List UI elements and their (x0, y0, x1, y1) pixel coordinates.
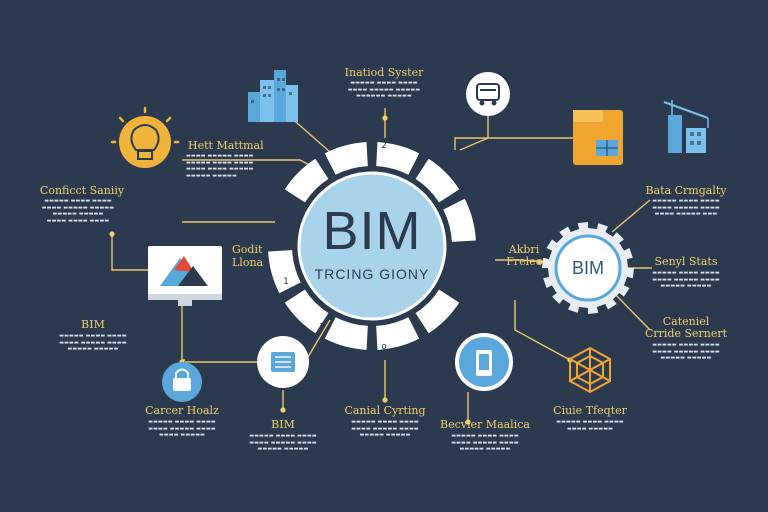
label-bottom-mid-right-desc: ▬▬▬▬▬ ▬▬▬▬ ▬▬▬▬▬▬▬▬ ▬▬▬▬▬ ▬▬▬▬▬▬▬▬▬ ▬▬▬▬… (451, 433, 519, 452)
connector-right-top (611, 199, 651, 233)
segment-label: a (286, 207, 292, 217)
ring-segment (324, 142, 368, 175)
hub-segment-ring (268, 142, 476, 350)
lightbulb-icon (110, 106, 180, 168)
lock-icon (162, 362, 202, 402)
segment-label: a (323, 163, 329, 173)
connector-conflict (111, 232, 150, 271)
phone-icon (455, 333, 513, 391)
connector-hex (514, 300, 571, 361)
label-monitor-side: Godit Llona (232, 243, 264, 269)
label-bottom-center-desc: ▬▬▬▬▬ ▬▬▬▬ ▬▬▬▬▬▬▬▬ ▬▬▬▬▬ ▬▬▬▬▬▬▬▬▬ ▬▬▬▬… (351, 419, 419, 438)
ring-segment (443, 198, 476, 242)
ring-segment (324, 317, 368, 350)
hub-subtitle: TRCING GIONY (314, 266, 430, 282)
construction-icon (663, 100, 709, 153)
segment-label: a (477, 207, 483, 217)
folder-icon (573, 110, 623, 165)
label-right-mid-desc: ▬▬▬▬▬ ▬▬▬▬ ▬▬▬▬▬▬▬▬ ▬▬▬▬▬ ▬▬▬▬▬▬▬▬▬ ▬▬▬▬… (652, 270, 720, 289)
label-right-top: Bata Crmgalty (645, 184, 727, 197)
label-bottom-left-desc: ▬▬▬▬▬ ▬▬▬▬ ▬▬▬▬▬▬▬▬ ▬▬▬▬▬ ▬▬▬▬▬▬▬▬ ▬▬▬▬▬ (148, 419, 216, 438)
ring-segment (376, 142, 420, 175)
label-mid-left-desc: ▬▬▬▬▬ ▬▬▬▬ ▬▬▬▬▬▬▬▬ ▬▬▬▬▬ ▬▬▬▬▬▬▬▬▬▬ ▬▬▬… (41, 198, 115, 224)
label-right-bottom: Cateniel Crride Sernert (644, 315, 728, 340)
ring-segment (415, 289, 460, 334)
label-top-left-desc: ▬▬▬▬ ▬▬▬▬▬ ▬▬▬▬▬▬▬▬▬ ▬▬▬▬ ▬▬▬▬▬▬▬▬ ▬▬▬▬ … (186, 153, 254, 179)
label-bottom-mid-left-desc: ▬▬▬▬▬ ▬▬▬▬ ▬▬▬▬▬▬▬▬ ▬▬▬▬▬ ▬▬▬▬▬▬▬▬▬ ▬▬▬▬… (249, 433, 317, 452)
label-bottom-left: Carcer Hoalz (145, 404, 219, 417)
label-bottom-mid-left: BIM (271, 418, 295, 431)
ring-segment (268, 250, 301, 294)
ring-segment (376, 317, 420, 350)
label-right-mid: Senyl Stats (654, 255, 718, 268)
gear-badge-label: BIM (571, 258, 605, 278)
label-top-left: Hett Mattmal (188, 139, 264, 152)
segment-label: 1 (283, 277, 289, 287)
connector-right-bottom (615, 294, 651, 331)
gear-inner (554, 234, 622, 302)
segment-label: o (381, 342, 387, 352)
label-bim-left: BIM (81, 318, 105, 331)
document-icon (257, 336, 309, 388)
label-gear-side: Akbri Frelec (506, 243, 542, 268)
label-right-top-desc: ▬▬▬▬▬ ▬▬▬▬ ▬▬▬▬▬▬▬▬ ▬▬▬▬▬ ▬▬▬▬▬▬▬▬ ▬▬▬▬▬… (652, 198, 720, 217)
label-bottom-right-desc: ▬▬▬▬▬ ▬▬▬▬ ▬▬▬▬▬▬▬▬ ▬▬▬▬▬ (556, 419, 624, 432)
segment-label: a (441, 321, 447, 331)
connector-folder (454, 137, 575, 150)
label-bim-left-desc: ▬▬▬▬▬ ▬▬▬▬ ▬▬▬▬▬▬▬▬ ▬▬▬▬▬ ▬▬▬▬▬▬▬▬▬ ▬▬▬▬… (59, 333, 127, 352)
hub-circle (297, 171, 447, 321)
monitor-icon (148, 246, 222, 306)
ring-segment (284, 158, 329, 203)
connector-truck (459, 115, 489, 151)
label-top-center: Inatiod Syster (344, 66, 424, 79)
hexagon-network-icon (569, 346, 611, 394)
label-right-bottom-desc: ▬▬▬▬▬ ▬▬▬▬ ▬▬▬▬▬▬▬▬ ▬▬▬▬▬ ▬▬▬▬▬▬▬▬▬ ▬▬▬▬… (652, 342, 720, 361)
segment-label: 2 (381, 141, 387, 151)
label-mid-left: Conficct Saniiy (39, 184, 125, 197)
gear-icon (542, 222, 634, 314)
ring-segment (415, 158, 460, 203)
label-bottom-right: Ciuie Tfeqter (553, 404, 627, 417)
truck-icon (466, 72, 510, 116)
segment-label: a (319, 321, 325, 331)
building-icon (248, 70, 298, 122)
label-bottom-center: Canial Cyrting (344, 404, 426, 417)
label-bottom-mid-right: Becvier Maalica (440, 418, 530, 431)
ring-segment (284, 289, 329, 334)
label-top-center-desc: ▬▬▬▬▬ ▬▬▬▬ ▬▬▬▬▬▬▬▬ ▬▬▬▬▬ ▬▬▬▬▬▬▬▬▬▬▬ ▬▬… (347, 80, 421, 99)
hub-title: BIM (322, 201, 422, 261)
